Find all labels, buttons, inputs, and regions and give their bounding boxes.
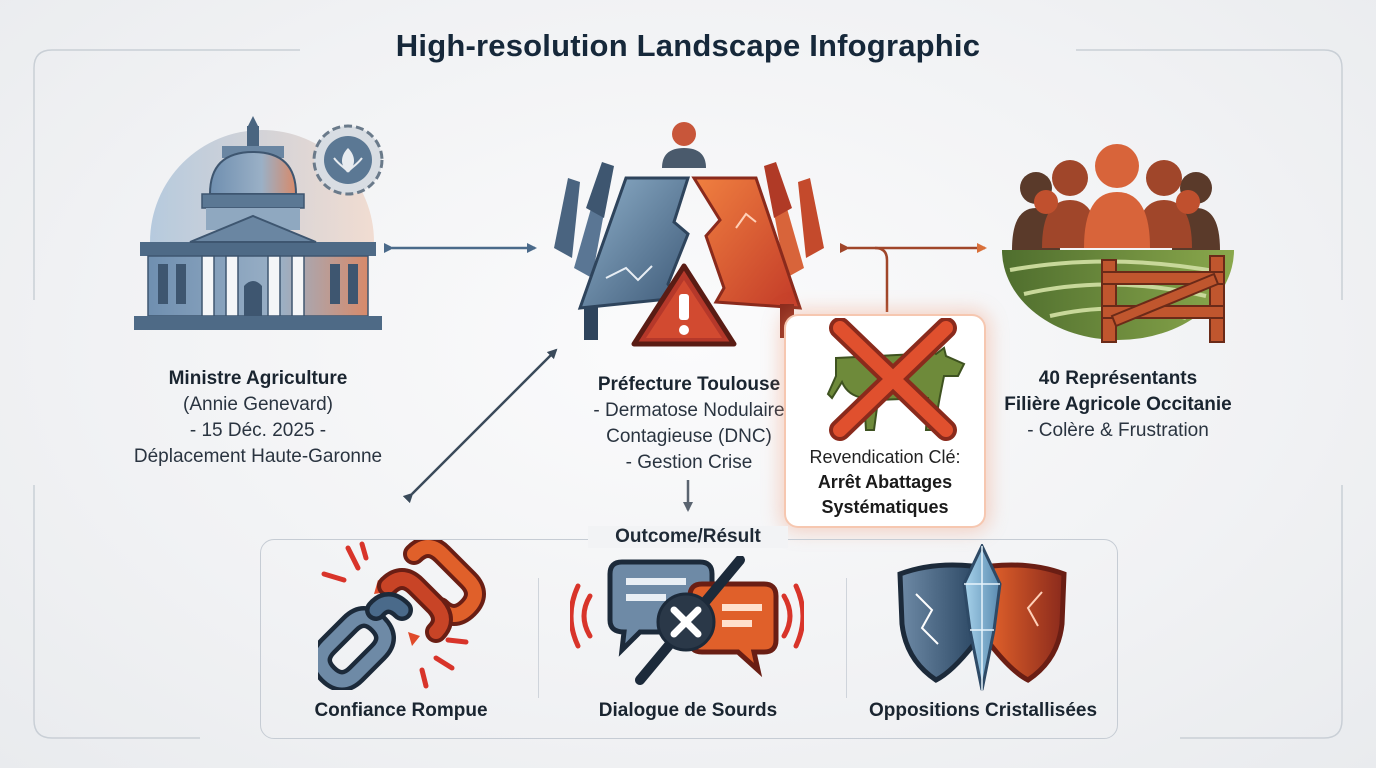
outcome-label-confiance: Confiance Rompue [314, 700, 488, 721]
prefecture-line1: - Dermatose Nodulaire [593, 400, 785, 421]
prefecture-line3: - Gestion Crise [625, 452, 753, 473]
outcome-label-dialogue: Dialogue de Sourds [598, 700, 778, 721]
ministre-person: (Annie Genevard) [183, 394, 333, 415]
outcome-label-oppositions: Oppositions Cristallisées [868, 700, 1098, 721]
broken-chain-icon [318, 540, 486, 690]
frame-line-top-left [33, 49, 300, 300]
outcome-separator [846, 578, 847, 698]
ministre-name: Ministre Agriculture [168, 368, 348, 389]
representants-line1: 40 Représentants [1038, 368, 1198, 389]
page-title: High-resolution Landscape Infographic [395, 28, 981, 63]
frame-line-top-right [1076, 49, 1343, 300]
government-building-icon [134, 116, 384, 330]
outcome-title: Outcome/Résult [588, 526, 788, 548]
cracked-shields-icon [897, 544, 1067, 691]
prefecture-line2: Contagieuse (DNC) [606, 426, 772, 447]
representants-line3: - Colère & Frustration [1027, 420, 1209, 441]
revendication-line1: Arrêt Abattages [817, 472, 953, 492]
arrow-revendication-up [874, 246, 889, 312]
crossed-speech-bubbles-icon [570, 556, 804, 685]
ministre-label: Ministre Agriculture (Annie Genevard) - … [90, 366, 426, 470]
split-negotiation-table-icon [554, 122, 824, 347]
frame-line-bottom-right [1180, 485, 1343, 739]
prefecture-label: Préfecture Toulouse - Dermatose Nodulair… [546, 372, 832, 476]
representants-line2: Filière Agricole Occitanie [1004, 394, 1232, 415]
farmers-crowd-icon [1002, 144, 1234, 343]
arrow-prefecture-outcome [402, 348, 558, 504]
representants-label: 40 Représentants Filière Agricole Occita… [970, 366, 1266, 444]
revendication-label: Revendication Clé: [809, 447, 961, 467]
prefecture-name: Préfecture Toulouse [597, 374, 781, 395]
ministre-date: - 15 Déc. 2025 - [189, 420, 327, 441]
revendication-text: Revendication Clé: Arrêt Abattages Systé… [786, 445, 984, 520]
outcome-separator [538, 578, 539, 698]
no-culling-cow-icon [826, 318, 966, 441]
revendication-line2: Systématiques [821, 497, 949, 517]
ministre-event: Déplacement Haute-Garonne [133, 446, 383, 467]
frame-line-bottom-left [33, 485, 200, 739]
